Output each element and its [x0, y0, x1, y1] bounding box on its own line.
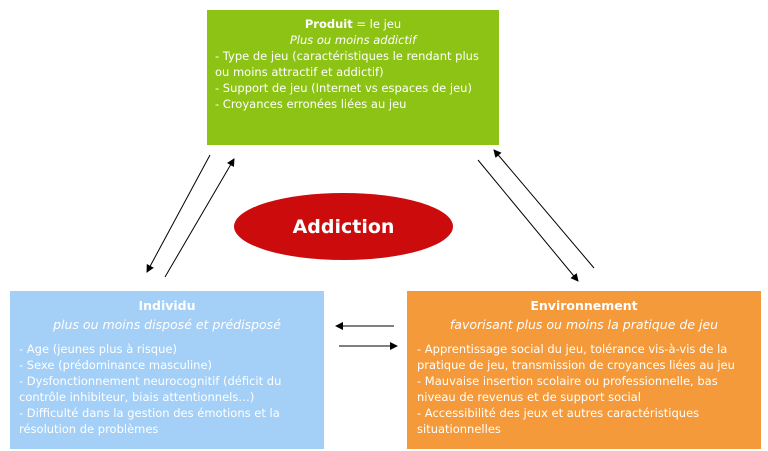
produit-title-bold: Produit — [304, 17, 353, 31]
list-item: - Dysfonctionnement neurocognitif (défic… — [19, 374, 282, 404]
list-item: - Mauvaise insertion scolaire ou profess… — [417, 374, 718, 404]
produit-subtitle: Plus ou moins addictif — [289, 33, 417, 47]
produit-title: Produit = le jeu — [215, 16, 491, 32]
list-item: - Sexe (prédominance masculine) — [19, 358, 213, 372]
individu-list: - Age (jeunes plus à risque) - Sexe (pré… — [19, 341, 315, 437]
environnement-box: Environnement favorisant plus ou moins l… — [407, 291, 761, 449]
list-item: - Accessibilité des jeux et autres carac… — [417, 406, 700, 436]
arrow-individu-to-produit — [164, 158, 235, 278]
environnement-subtitle: favorisant plus ou moins la pratique de … — [449, 317, 719, 332]
produit-list: - Type de jeu (caractéristiques le renda… — [215, 48, 491, 112]
list-item: - Apprentissage social du jeu, tolérance… — [417, 342, 735, 372]
arrow-produit-to-env — [477, 159, 579, 282]
addiction-ellipse: Addiction — [234, 193, 453, 260]
arrow-produit-to-individu — [146, 154, 211, 273]
produit-title-rest: = le jeu — [352, 17, 402, 31]
addiction-label: Addiction — [292, 215, 395, 238]
list-item: - Support de jeu (Internet vs espaces de… — [215, 81, 472, 95]
list-item: - Type de jeu (caractéristiques le renda… — [215, 49, 479, 79]
environnement-list: - Apprentissage social du jeu, tolérance… — [417, 341, 751, 437]
produit-box: Produit = le jeu Plus ou moins addictif … — [207, 10, 499, 145]
environnement-title-text: Environnement — [530, 298, 638, 313]
environnement-title: Environnement — [417, 298, 751, 314]
individu-title: Individu — [19, 298, 315, 314]
list-item: - Age (jeunes plus à risque) — [19, 342, 177, 356]
arrow-env-to-produit — [493, 149, 595, 269]
list-item: - Croyances erronées liées au jeu — [215, 97, 407, 111]
individu-box: Individu plus ou moins disposé et prédis… — [10, 291, 324, 449]
list-item: - Difficulté dans la gestion des émotion… — [19, 406, 280, 436]
individu-title-text: Individu — [138, 298, 196, 313]
individu-subtitle: plus ou moins disposé et prédisposé — [53, 317, 281, 332]
